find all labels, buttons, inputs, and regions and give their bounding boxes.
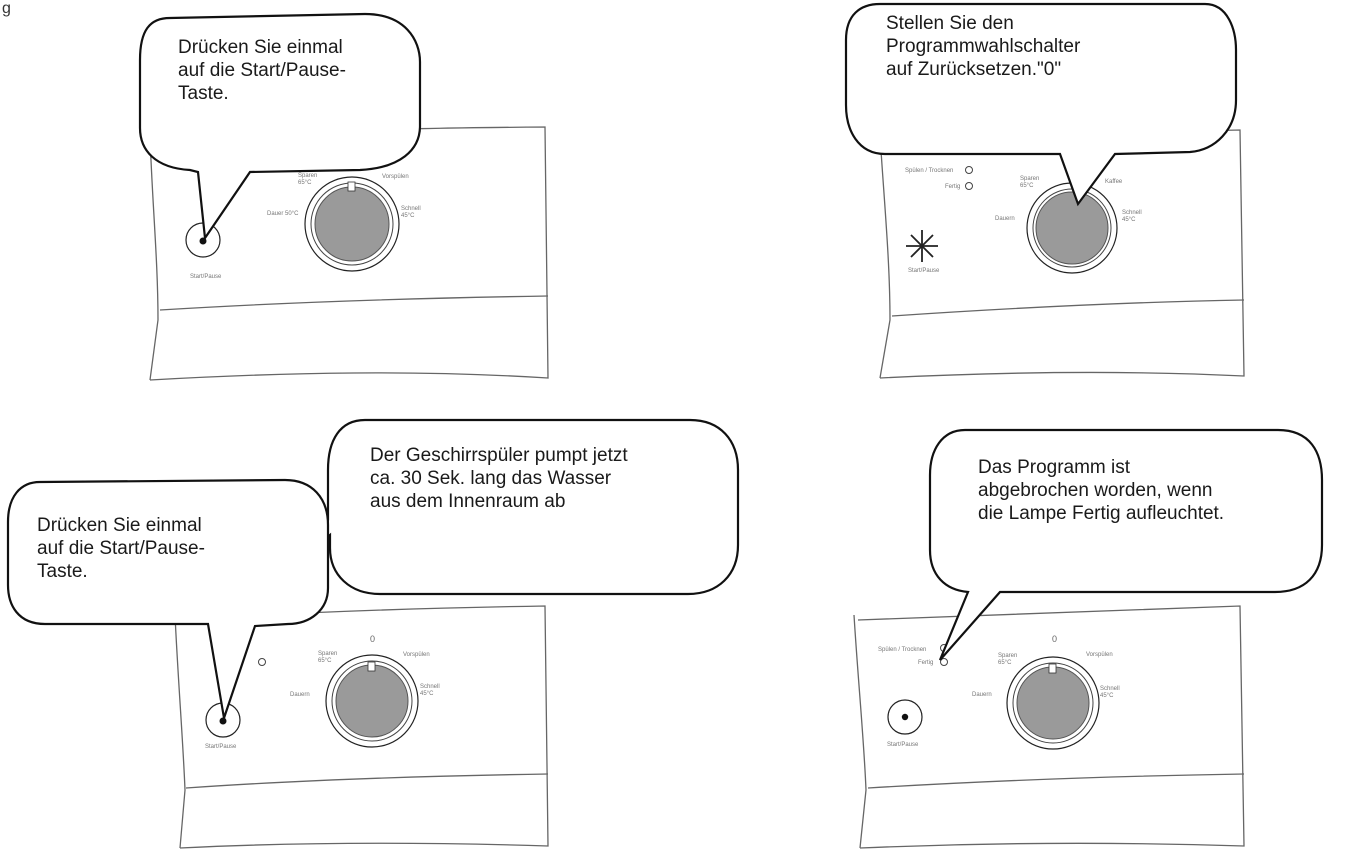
svg-text:45°C: 45°C	[420, 691, 434, 697]
speech-bubble-3b	[6, 478, 330, 719]
bubble-3a-text: Der Geschirrspüler pumpt jetzt ca. 30 Se…	[370, 445, 628, 512]
start-pause-icon[interactable]	[906, 230, 938, 262]
svg-text:Dauern: Dauern	[972, 692, 992, 698]
bubble-4-text: Das Programm ist abgebrochen worden, wen…	[978, 457, 1225, 524]
bubble-2-text: Stellen Sie den Programmwahlschalter auf…	[886, 13, 1081, 80]
svg-text:Schnell: Schnell	[1122, 210, 1142, 216]
speech-bubble-4	[928, 428, 1324, 661]
svg-text:Start/Pause: Start/Pause	[887, 742, 919, 748]
program-dial-knob[interactable]	[1035, 191, 1109, 265]
svg-text:65°C: 65°C	[318, 658, 332, 664]
svg-text:65°C: 65°C	[1020, 183, 1034, 189]
speech-bubble-2	[844, 2, 1238, 207]
svg-text:Sparen: Sparen	[1020, 176, 1039, 182]
bubble-1-text: Drücken Sie einmal auf die Start/Pause- …	[178, 37, 346, 104]
svg-text:Dauern: Dauern	[290, 692, 310, 698]
svg-text:Vorspülen: Vorspülen	[403, 652, 430, 658]
svg-text:Dauern: Dauern	[995, 216, 1015, 222]
svg-text:Kaffee: Kaffee	[1105, 179, 1123, 185]
svg-text:65°C: 65°C	[298, 180, 312, 186]
svg-text:Fertig: Fertig	[945, 184, 960, 190]
svg-text:0: 0	[1052, 634, 1057, 644]
svg-text:Sparen: Sparen	[298, 173, 317, 179]
svg-text:Sparen: Sparen	[998, 653, 1017, 659]
svg-text:Schnell: Schnell	[1100, 686, 1120, 692]
svg-text:Schnell: Schnell	[420, 684, 440, 690]
svg-text:Vorspülen: Vorspülen	[1086, 652, 1113, 658]
svg-text:Vorspülen: Vorspülen	[382, 174, 409, 180]
svg-text:Start/Pause: Start/Pause	[908, 268, 940, 274]
svg-text:45°C: 45°C	[1122, 217, 1136, 223]
svg-text:45°C: 45°C	[401, 213, 415, 219]
svg-text:Spülen / Trocknen: Spülen / Trocknen	[878, 647, 926, 653]
svg-text:45°C: 45°C	[1100, 693, 1114, 699]
svg-text:Schnell: Schnell	[401, 206, 421, 212]
svg-text:0: 0	[370, 634, 375, 644]
svg-text:Start/Pause: Start/Pause	[205, 744, 237, 750]
svg-text:Fertig: Fertig	[918, 660, 933, 666]
svg-text:Dauer 50°C: Dauer 50°C	[267, 211, 299, 217]
speech-bubble-1	[138, 12, 422, 242]
svg-text:Start/Pause: Start/Pause	[190, 274, 222, 280]
bubble-3b-text: Drücken Sie einmal auf die Start/Pause- …	[37, 515, 205, 582]
svg-text:Spülen / Trocknen: Spülen / Trocknen	[905, 168, 953, 174]
program-dial-knob[interactable]	[1016, 666, 1090, 740]
svg-text:Sparen: Sparen	[318, 651, 337, 657]
corner-mark: g	[2, 0, 11, 17]
speech-bubble-3a	[311, 418, 740, 596]
svg-text:65°C: 65°C	[998, 660, 1012, 666]
